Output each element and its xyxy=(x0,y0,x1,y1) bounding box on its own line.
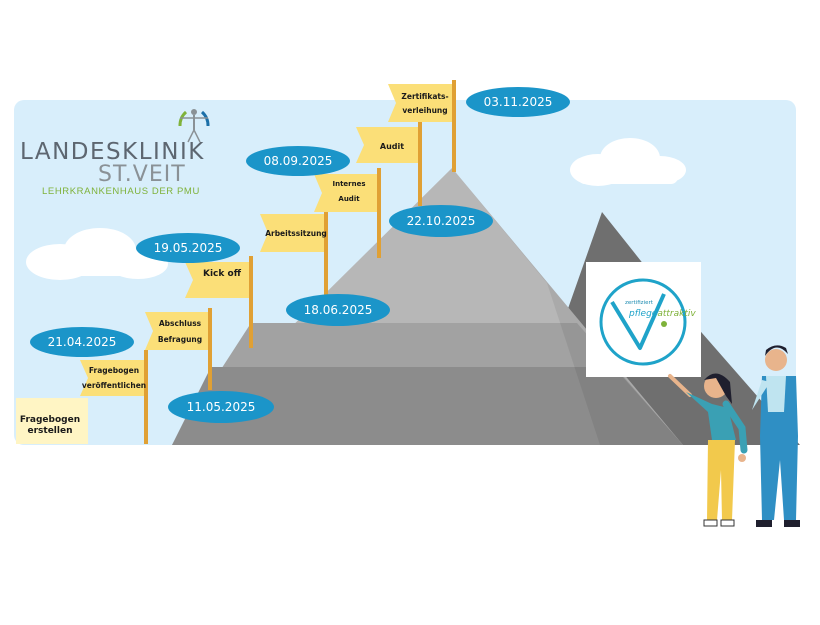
flag-1 xyxy=(80,360,145,396)
flag-5 xyxy=(314,174,378,212)
cloud-left xyxy=(26,228,168,280)
logo-figure-icon xyxy=(178,109,210,143)
flag-2-line1: Abschluss xyxy=(159,319,202,328)
certificate-dot-icon xyxy=(661,321,667,327)
flag-7-line2: verleihung xyxy=(402,106,447,115)
certificate-line1: zertifiziert xyxy=(625,300,654,306)
date-pill-6 xyxy=(389,205,493,237)
start-note-line2: erstellen xyxy=(28,426,73,436)
flag-1-line1: Fragebogen xyxy=(89,366,139,375)
date-pill-5 xyxy=(246,146,350,176)
start-note xyxy=(16,398,88,444)
logo-name-line1: LANDESKLINIK xyxy=(20,139,205,165)
flag-3 xyxy=(185,262,250,298)
date-pill-3 xyxy=(136,233,240,263)
date-pill-2 xyxy=(168,391,274,423)
flag-5-line1: Internes xyxy=(332,180,365,188)
logo-name-line2: ST.VEIT xyxy=(98,162,186,187)
start-note-line1: Fragebogen xyxy=(20,415,80,425)
flag-4 xyxy=(260,214,326,252)
date-pill-1 xyxy=(30,327,134,357)
certificate-check-icon xyxy=(610,293,666,350)
date-4: 18.06.2025 xyxy=(304,303,373,317)
cloud-right xyxy=(570,138,686,186)
woman-figure xyxy=(668,373,748,527)
date-pill-4 xyxy=(286,294,390,326)
date-7: 03.11.2025 xyxy=(484,95,553,109)
flag-5-line2: Audit xyxy=(338,195,360,203)
date-3: 19.05.2025 xyxy=(154,241,223,255)
flag-7 xyxy=(388,84,454,122)
flag-2-line2: Befragung xyxy=(158,335,202,344)
date-2: 11.05.2025 xyxy=(187,400,256,414)
flag-6 xyxy=(356,127,420,163)
flag-7-line1: Zertifikats- xyxy=(401,92,448,101)
certificate-line2: pflegeattraktiv xyxy=(628,309,696,319)
date-pill-7 xyxy=(466,87,570,117)
flag-1-line2: veröffentlichen xyxy=(82,381,146,390)
mountain-band-3 xyxy=(172,367,683,445)
logo-tagline: LEHRKRANKENHAUS DER PMU xyxy=(42,186,200,197)
date-1: 21.04.2025 xyxy=(48,335,117,349)
flag-2 xyxy=(145,312,210,350)
certificate-seal xyxy=(599,278,687,366)
flag-4-line1: Arbeitssitzung xyxy=(265,229,327,238)
flag-6-line1: Audit xyxy=(380,142,404,151)
date-6: 22.10.2025 xyxy=(407,214,476,228)
man-figure xyxy=(752,345,800,527)
date-5: 08.09.2025 xyxy=(264,154,333,168)
flag-3-line1: Kick off xyxy=(203,269,242,279)
